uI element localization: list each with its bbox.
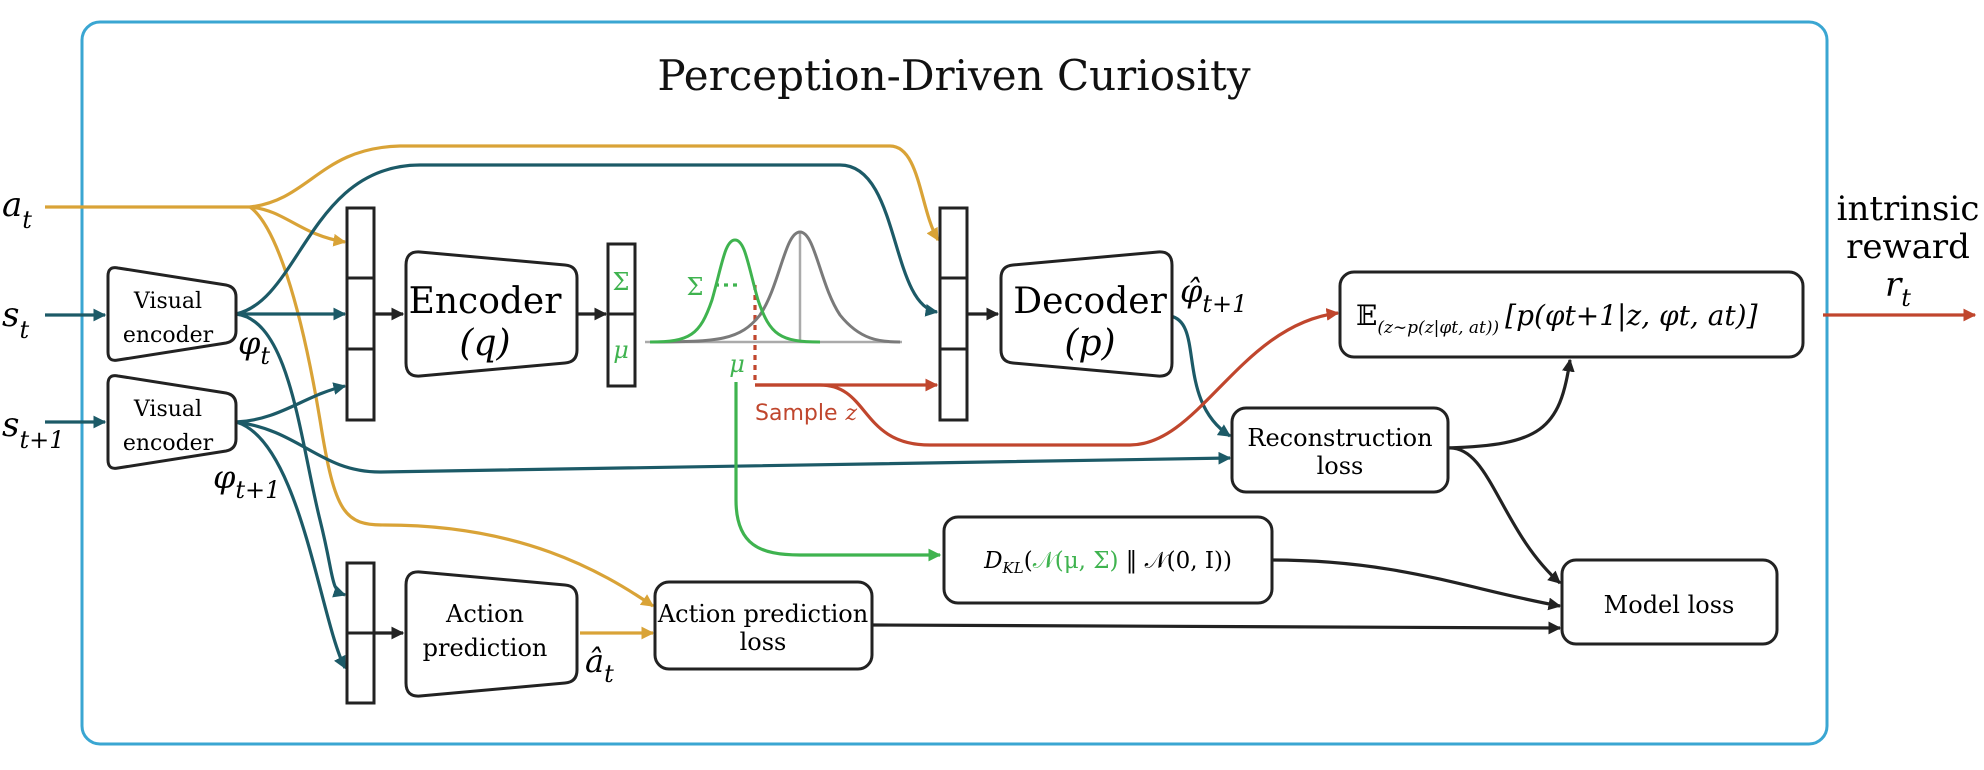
phi-t1-label: φt+1 bbox=[213, 458, 280, 504]
expectation-formula: 𝔼(z∼p(z|φt, at))[p(φt+1|z, φt, at)] bbox=[1356, 299, 1758, 338]
mu-stack-label: μ bbox=[613, 336, 629, 364]
gaussian-plot bbox=[645, 230, 902, 344]
a-hat-t-label: ât bbox=[585, 642, 614, 688]
feature-wires bbox=[45, 163, 1232, 670]
decoder-p-label: (p) bbox=[1064, 323, 1115, 364]
concat-stack-decoder bbox=[938, 206, 969, 422]
input-s-t1: st+1 bbox=[2, 405, 64, 454]
mu-plot-label: μ bbox=[729, 350, 745, 378]
sigma-stack-label: Σ bbox=[613, 268, 630, 296]
action-prediction-box bbox=[404, 570, 579, 698]
input-s-t: st bbox=[2, 295, 29, 344]
action-prediction-line1: Action bbox=[445, 600, 524, 628]
sample-wires bbox=[753, 285, 1977, 447]
visual-encoder-2-line2: encoder bbox=[123, 431, 214, 456]
sigma-plot-label: Σ bbox=[687, 273, 704, 301]
r-t-label: rt bbox=[1885, 265, 1911, 312]
encoder-q-label: (q) bbox=[459, 323, 510, 364]
intrinsic-label: intrinsic bbox=[1837, 189, 1980, 229]
model-loss-label: Model loss bbox=[1604, 591, 1735, 619]
latent-params-stack bbox=[606, 242, 637, 388]
model-loss-box bbox=[1560, 558, 1779, 646]
action-prediction-line2: prediction bbox=[423, 634, 548, 662]
visual-encoder-1-line1: Visual bbox=[133, 289, 202, 314]
reconstruction-loss-box bbox=[1230, 406, 1450, 494]
decoder-box bbox=[999, 250, 1174, 378]
expectation-box bbox=[1338, 270, 1805, 359]
black-wires bbox=[374, 307, 1575, 640]
encoder-label: Encoder bbox=[409, 281, 563, 322]
action-prediction-loss-box bbox=[653, 580, 874, 671]
input-a-t: at bbox=[2, 185, 32, 234]
concat-stack-encoder bbox=[345, 206, 376, 422]
visual-encoder-2 bbox=[106, 374, 238, 470]
encoder-box bbox=[404, 250, 579, 378]
phi-t-label: φt bbox=[238, 324, 270, 370]
kl-wires bbox=[715, 283, 942, 562]
concat-stack-action bbox=[345, 561, 376, 705]
visual-encoder-1-line2: encoder bbox=[123, 323, 214, 348]
visual-encoder-1 bbox=[106, 266, 238, 362]
reward-label: reward bbox=[1846, 227, 1970, 267]
kl-divergence-box bbox=[942, 515, 1274, 605]
reconstruction-loss-line1: Reconstruction bbox=[1247, 424, 1432, 452]
outer-frame bbox=[80, 20, 1829, 746]
action-loss-line1: Action prediction bbox=[657, 600, 868, 628]
phi-hat-t1-label: φ̂t+1 bbox=[1180, 272, 1247, 318]
diagram-title: Perception-Driven Curiosity bbox=[657, 51, 1250, 100]
kl-formula: DKL(𝒩(μ, Σ) ‖ 𝒩(0, I)) bbox=[983, 548, 1232, 577]
reconstruction-loss-line2: loss bbox=[1317, 452, 1364, 480]
visual-encoder-2-line1: Visual bbox=[133, 397, 202, 422]
action-loss-line2: loss bbox=[740, 628, 787, 656]
decoder-label: Decoder bbox=[1013, 281, 1167, 322]
